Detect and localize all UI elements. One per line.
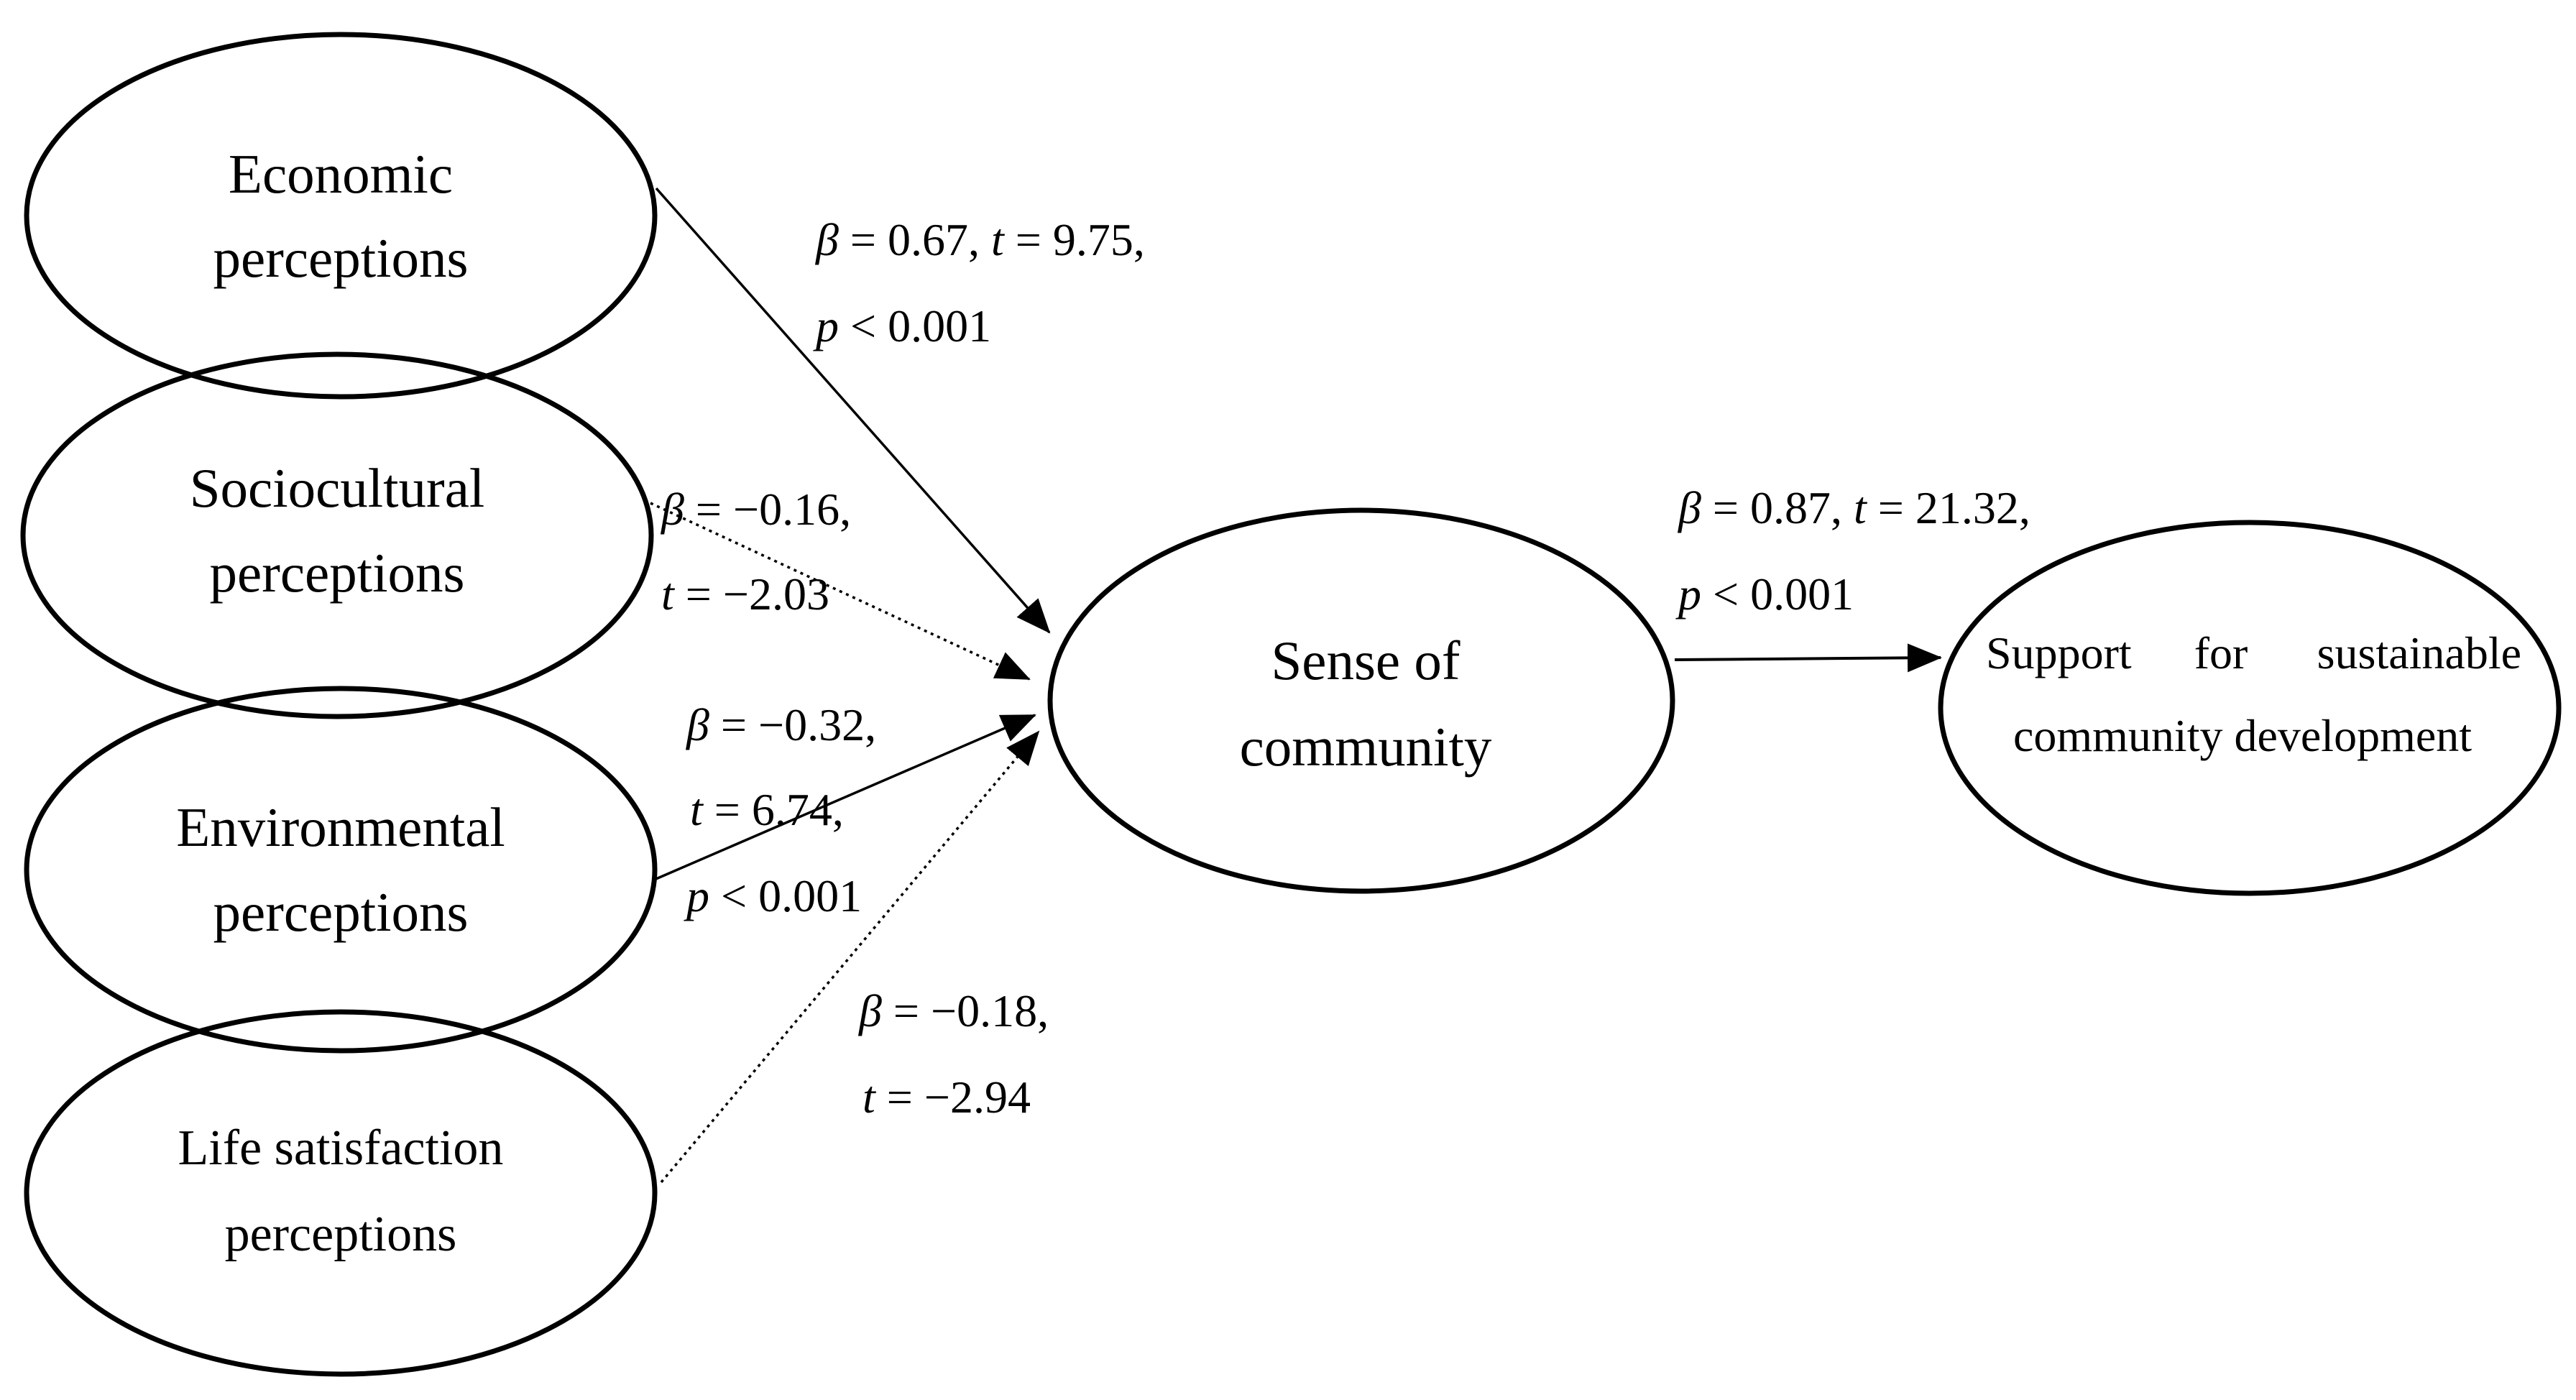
sociocultural-path-t: t = −2.03 bbox=[661, 568, 829, 620]
sociocultural-to-community-arrow bbox=[650, 502, 1031, 681]
economic-ellipse bbox=[24, 32, 658, 400]
environmental-ellipse bbox=[24, 686, 658, 1054]
support-label-word-2: for bbox=[2194, 627, 2248, 678]
environmental-path-t: t = 6.74, bbox=[690, 784, 844, 835]
sense-of-community-label-line2: community bbox=[1240, 716, 1492, 778]
economic-label-line1: Economic bbox=[229, 143, 453, 205]
sociocultural-path-beta: β = −0.16, bbox=[660, 484, 851, 535]
economic-path-significance: p < 0.001 bbox=[813, 300, 991, 351]
support-label-word-3: sustainable bbox=[2317, 627, 2521, 678]
community-to-support-arrow bbox=[1674, 643, 1942, 673]
life-satisfaction-to-community-arrow bbox=[660, 730, 1040, 1184]
support-label-line2: community development bbox=[2013, 710, 2472, 761]
life-satisfaction-path-beta: β = −0.18, bbox=[857, 985, 1049, 1036]
environmental-label-line2: perceptions bbox=[213, 881, 469, 943]
sense-of-community-label-line1: Sense of bbox=[1271, 630, 1460, 691]
life-satisfaction-label-line2: perceptions bbox=[225, 1207, 457, 1262]
community-to-support-path-significance: p < 0.001 bbox=[1675, 568, 1854, 620]
support-ellipse bbox=[1938, 520, 2562, 896]
life-satisfaction-ellipse bbox=[24, 1009, 658, 1377]
economic-label-line2: perceptions bbox=[213, 227, 469, 289]
sociocultural-label-line1: Sociocultural bbox=[190, 457, 485, 519]
life-satisfaction-label-line1: Life satisfaction bbox=[178, 1120, 504, 1176]
environmental-label-line1: Environmental bbox=[176, 796, 505, 858]
life-satisfaction-path-t: t = −2.94 bbox=[862, 1072, 1031, 1123]
sociocultural-ellipse bbox=[20, 351, 654, 719]
environmental-path-significance: p < 0.001 bbox=[684, 870, 862, 921]
environmental-to-community-arrow bbox=[652, 714, 1036, 882]
sense-of-community-ellipse bbox=[1047, 507, 1675, 894]
economic-path-coefficients: β = 0.67, t = 9.75, bbox=[814, 214, 1145, 265]
environmental-path-beta: β = −0.32, bbox=[685, 699, 876, 750]
community-to-support-path-coefficients: β = 0.87, t = 21.32, bbox=[1677, 482, 2030, 533]
sociocultural-label-line2: perceptions bbox=[210, 542, 465, 604]
economic-to-community-arrow bbox=[655, 187, 1051, 634]
support-label-word-1: Support bbox=[1986, 627, 2132, 678]
